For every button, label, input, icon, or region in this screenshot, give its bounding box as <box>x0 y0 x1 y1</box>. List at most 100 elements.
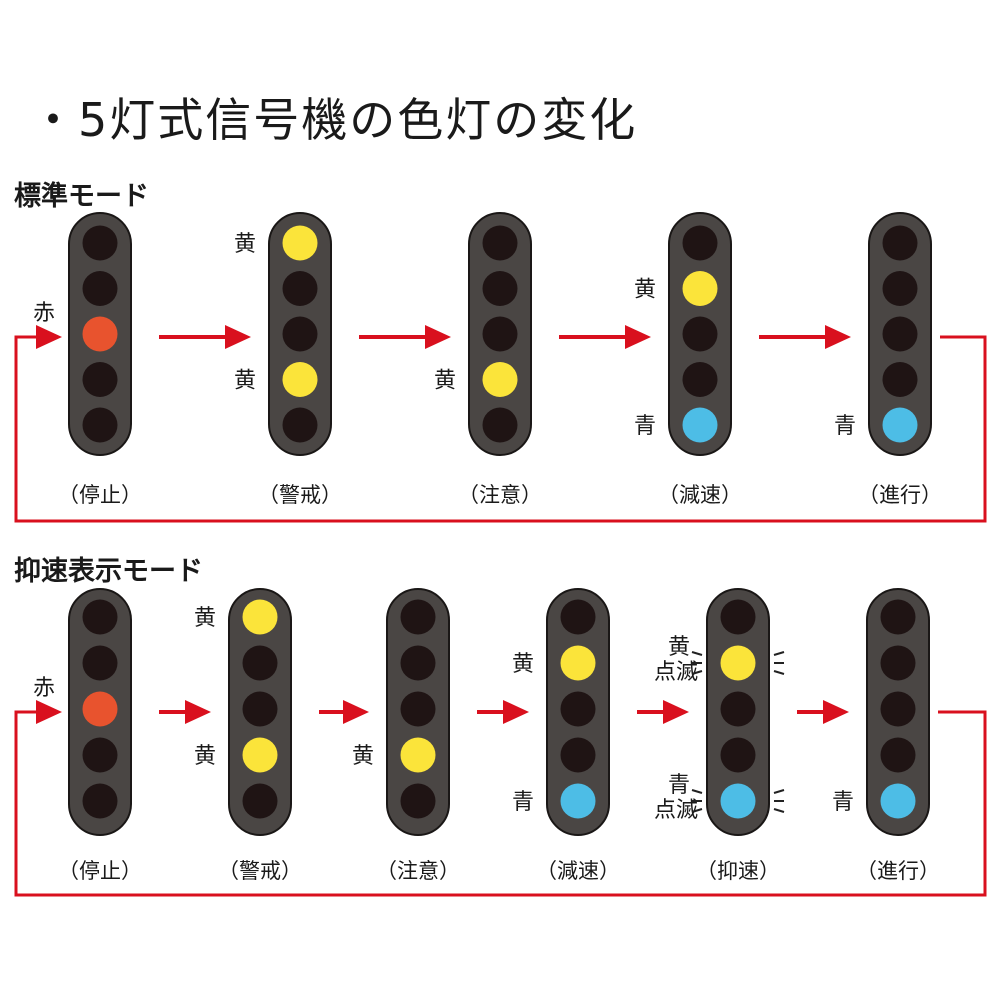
lamp-off <box>400 599 436 635</box>
signal-caption: （減速） <box>536 859 620 883</box>
lamp-yellow-lit <box>560 645 596 681</box>
transition-arrow <box>159 700 211 724</box>
lamp-yellow-lit <box>400 737 436 773</box>
lamp-label: 黄 <box>434 369 456 394</box>
lamp-yellow-lit <box>282 225 318 261</box>
lamp-label: 黄 <box>234 369 256 394</box>
lamp-off <box>682 316 718 352</box>
lamp-off <box>82 271 118 306</box>
signal-caption: （警戒） <box>258 483 342 507</box>
blink-mark <box>691 789 703 794</box>
lamp-label: 青 <box>634 414 656 439</box>
lamp-blue-lit <box>880 783 916 819</box>
lamp-label: 黄 <box>194 606 216 631</box>
signal-caption: （抑速） <box>696 859 780 883</box>
lamp-yellow-lit <box>682 271 718 306</box>
signal-caption: （進行） <box>856 859 940 883</box>
lamp-off <box>482 316 518 352</box>
transition-arrow <box>797 700 849 724</box>
lamp-off <box>682 225 718 261</box>
lamp-off <box>82 737 118 773</box>
lamp-off <box>880 691 916 727</box>
lamp-yellow-lit <box>242 599 278 635</box>
transition-arrow <box>477 700 529 724</box>
lamp-label: 青 <box>834 414 856 439</box>
arrow-head <box>825 325 851 349</box>
return-arrow-head <box>36 700 62 724</box>
traffic-signal: 黄黄（警戒） <box>234 212 342 507</box>
lamp-off <box>560 737 596 773</box>
lamp-blue-lit <box>682 407 718 443</box>
entry-label: 赤 <box>33 301 55 326</box>
lamp-off <box>720 737 756 773</box>
blink-mark <box>773 651 785 656</box>
lamp-off <box>400 645 436 681</box>
lamp-red-lit <box>82 691 118 727</box>
traffic-signal: 黄（注意） <box>352 588 460 883</box>
signal-caption: （注意） <box>376 859 460 883</box>
arrow-head <box>425 325 451 349</box>
lamp-off <box>400 783 436 819</box>
traffic-signal: 黄青 （減速） <box>634 212 742 507</box>
lamp-yellow-lit <box>242 737 278 773</box>
arrow-head <box>823 700 849 724</box>
lamp-yellow-lit <box>282 362 318 397</box>
lamp-off <box>82 645 118 681</box>
return-arrow-head <box>36 325 62 349</box>
blink-label: 点滅 <box>654 798 698 823</box>
section-title-standard: 標準モード <box>14 181 149 212</box>
lamp-red-lit <box>82 316 118 352</box>
lamp-yellow-lit <box>482 362 518 397</box>
page-title: ・5灯式信号機の色灯の変化 <box>30 93 638 147</box>
arrow-head <box>503 700 529 724</box>
lamp-off <box>82 225 118 261</box>
lamp-off <box>482 271 518 306</box>
lamp-off <box>560 691 596 727</box>
blink-mark <box>691 808 703 813</box>
lamp-off <box>882 225 918 261</box>
transition-arrow <box>637 700 689 724</box>
lamp-off <box>720 599 756 635</box>
lamp-off <box>880 599 916 635</box>
signal-caption: （減速） <box>658 483 742 507</box>
traffic-signal: （停止） <box>58 212 142 507</box>
lamp-off <box>560 599 596 635</box>
lamp-off <box>82 599 118 635</box>
transition-arrow <box>759 325 851 349</box>
lamp-yellow-lit <box>720 645 756 681</box>
transition-arrow <box>559 325 651 349</box>
lamp-blue-lit <box>882 407 918 443</box>
lamp-off <box>882 316 918 352</box>
transition-arrow <box>359 325 451 349</box>
lamp-off <box>282 271 318 306</box>
lamp-label: 黄 <box>634 278 656 303</box>
blink-label: 点滅 <box>654 660 698 685</box>
lamp-blue-lit <box>720 783 756 819</box>
lamp-label: 黄 <box>512 652 534 677</box>
traffic-signal: 青 （進行） <box>832 588 940 883</box>
return-loop-line <box>14 335 987 523</box>
lamp-off <box>282 407 318 443</box>
blink-mark <box>691 670 703 675</box>
lamp-off <box>242 645 278 681</box>
blink-mark <box>773 789 785 794</box>
arrow-head <box>663 700 689 724</box>
blink-mark <box>691 651 703 656</box>
traffic-signal: 黄黄（警戒） <box>194 588 302 883</box>
lamp-off <box>82 407 118 443</box>
lamp-label: 青 <box>512 790 534 815</box>
arrow-head <box>225 325 251 349</box>
lamp-off <box>882 362 918 397</box>
traffic-signal: （停止） <box>58 588 142 883</box>
lamp-off <box>282 316 318 352</box>
signal-caption: （警戒） <box>218 859 302 883</box>
lamp-off <box>482 407 518 443</box>
signal-caption: （停止） <box>58 483 142 507</box>
lamp-label: 青 <box>832 790 854 815</box>
lamp-off <box>242 783 278 819</box>
entry-label: 赤 <box>33 676 55 701</box>
blink-mark <box>773 670 785 675</box>
lamp-label: 青 <box>668 773 690 798</box>
